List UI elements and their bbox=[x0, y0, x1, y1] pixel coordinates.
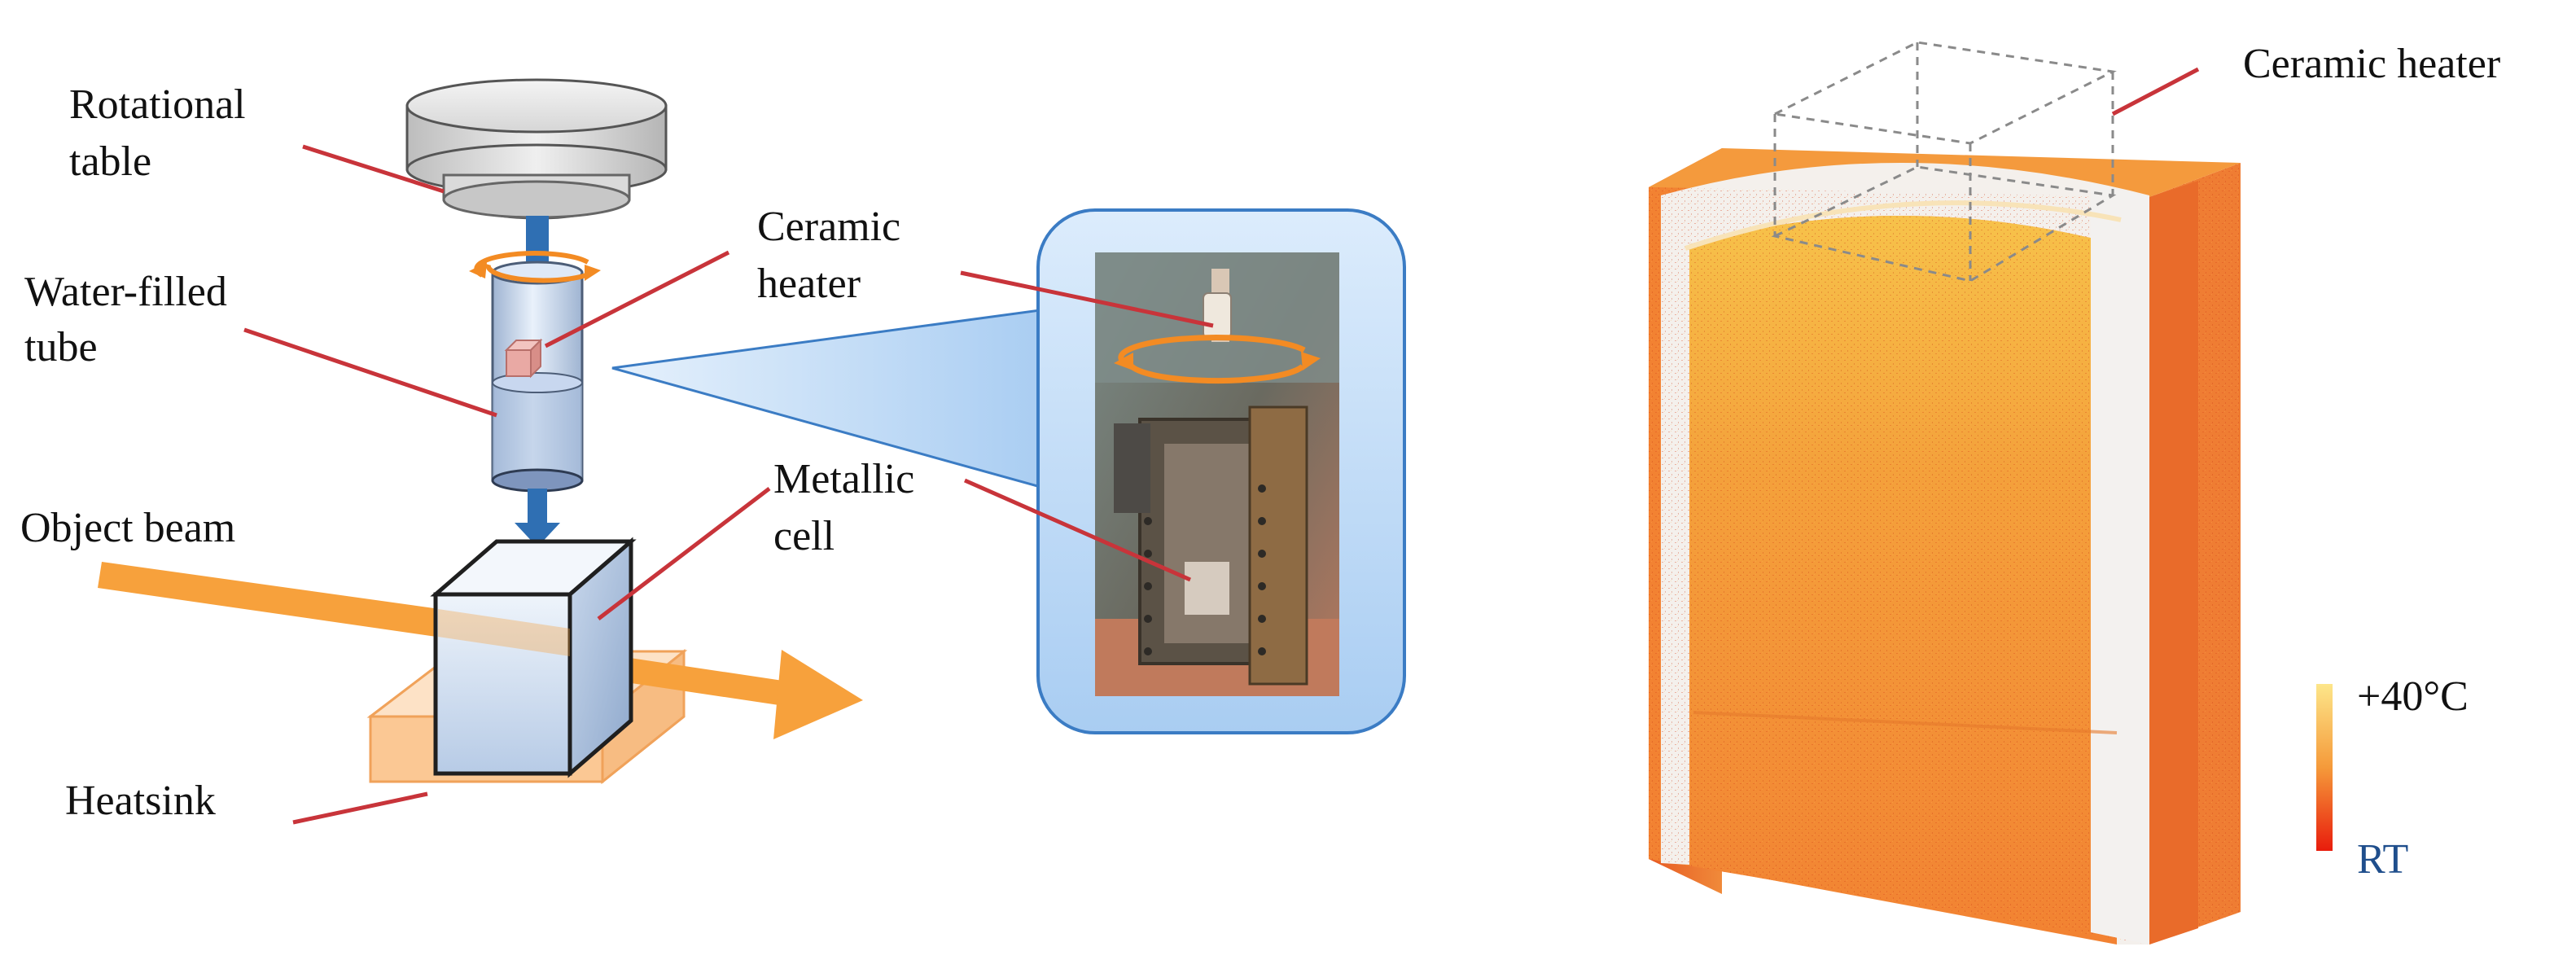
label-water-tube-1: Water-filled bbox=[24, 269, 227, 315]
leader-rotational-table bbox=[302, 144, 445, 194]
rotation-arrow-icon bbox=[469, 251, 601, 283]
colorbar-min-label: RT bbox=[2357, 836, 2408, 883]
ceramic-heater-dashed-outline bbox=[1771, 41, 2117, 283]
metallic-cell-cube bbox=[430, 537, 637, 778]
label-water-tube-2: tube bbox=[24, 324, 98, 370]
leader-ceramic-heater-right bbox=[2111, 67, 2200, 116]
colorbar bbox=[2316, 684, 2333, 851]
leader-lines-left bbox=[243, 144, 1214, 825]
temperature-volume bbox=[1649, 148, 2241, 945]
rotational-table bbox=[405, 78, 668, 220]
label-object-beam: Object beam bbox=[20, 505, 235, 551]
label-heatsink: Heatsink bbox=[65, 778, 216, 824]
label-ceramic-heater-right: Ceramic heater bbox=[2243, 41, 2500, 87]
label-rotational-table-1: Rotational bbox=[69, 81, 246, 128]
beam-through-cube bbox=[438, 609, 570, 656]
leader-ceramic-heater bbox=[544, 250, 730, 348]
label-metallic-cell-2: cell bbox=[773, 513, 835, 559]
label-rotational-table-2: table bbox=[69, 138, 151, 185]
object-beam-arrow bbox=[98, 562, 863, 739]
down-arrow-icon bbox=[515, 489, 560, 547]
leader-heatsink bbox=[292, 791, 428, 825]
leader-water-tube bbox=[243, 327, 497, 418]
colorbar-max-label: +40°C bbox=[2357, 673, 2469, 720]
leader-ceramic-heater-photo bbox=[960, 270, 1214, 328]
label-metallic-cell-1: Metallic bbox=[773, 456, 914, 502]
ceramic-heater-block bbox=[504, 338, 543, 379]
leader-metallic-cell-photo bbox=[963, 478, 1192, 582]
setup-photo bbox=[1095, 252, 1339, 696]
leader-metallic-cell bbox=[597, 487, 771, 620]
label-ceramic-heater-2: heater bbox=[757, 261, 861, 307]
label-ceramic-heater-1: Ceramic bbox=[757, 204, 900, 250]
